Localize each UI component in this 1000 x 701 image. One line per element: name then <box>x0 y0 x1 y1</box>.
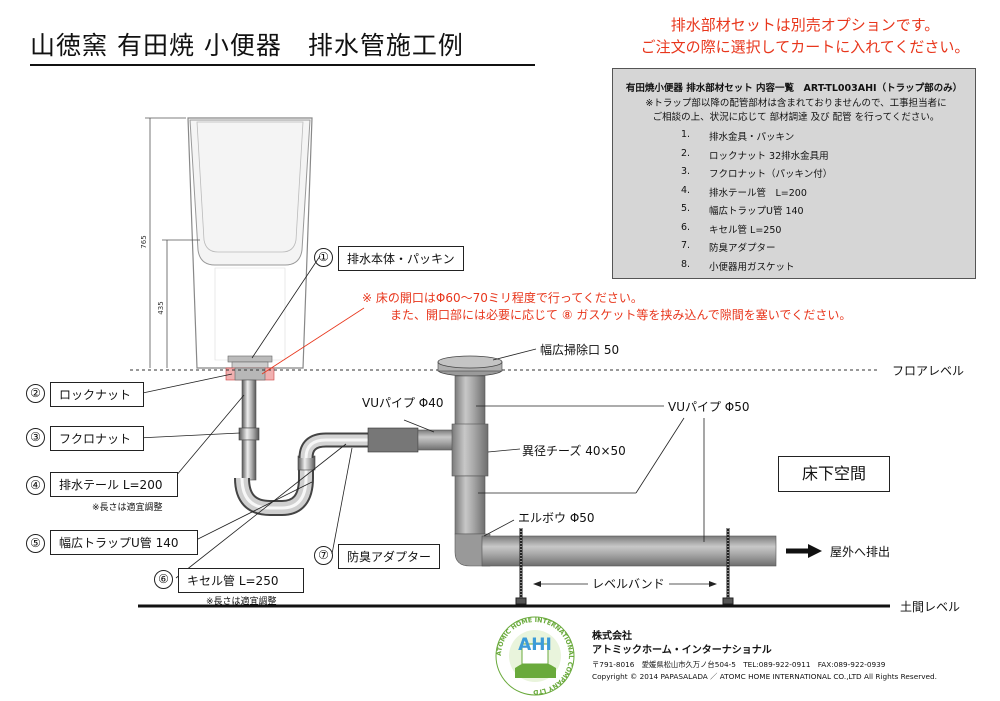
item-number: 4. <box>681 184 691 196</box>
parts-list-item: 8. 小便器用ガスケット <box>681 259 832 278</box>
callout-5-number: ⑤ <box>26 534 45 553</box>
item-number: 5. <box>681 203 691 214</box>
parts-set-note-line-2: ご相談の上、状況に応じて 部材調達 及び 配管 を行ってください。 <box>652 112 940 123</box>
callout-7-label: 防臭アダプター <box>338 544 441 569</box>
item-number: 2. <box>681 147 691 159</box>
outdoor-label: 屋外へ排出 <box>830 545 891 559</box>
odor-adapter <box>367 427 419 453</box>
company-name-line-2: アトミックホーム・インターナショナル <box>592 645 772 656</box>
drain-fitting <box>225 355 275 381</box>
option-notice-line-1: 排水部材セットは別売オプションです。 <box>670 16 940 34</box>
level-band-label: レベルバンド <box>588 575 669 592</box>
cleanout-assembly <box>437 355 503 567</box>
item-number: 7. <box>681 240 691 251</box>
vu50-pipe <box>481 535 777 567</box>
item-label: 排水テール管 L=200 <box>709 187 807 199</box>
vu40-label: VUパイプ Φ40 <box>362 396 444 410</box>
parts-list-item: 4. 排水テール管 L=200 <box>681 185 832 204</box>
item-label: 排水金具・パッキン <box>709 132 795 143</box>
item-number: 1. <box>681 129 691 140</box>
item-label: ロックナット 32排水金具用 <box>709 150 829 162</box>
parts-set-note-line-1: ※トラップ部以降の配管部材は含まれておりませんので、工事担当者に <box>645 98 947 109</box>
company-name-line-1: 株式会社 <box>592 631 632 642</box>
cleanout-label: 幅広掃除口 50 <box>540 343 620 357</box>
copyright: Copyright © 2014 PAPASALADA ／ ATOMC HOME… <box>592 672 937 681</box>
callout-7-number: ⑦ <box>314 546 333 565</box>
parts-set-note: ※トラップ部以降の配管部材は含まれておりませんので、工事担当者に ご相談の上、状… <box>631 97 961 125</box>
floor-opening-note-line-2: また、開口部には必要に応じて ⑧ ガスケット等を挟み込んで隙間を塞いでください。 <box>390 308 852 322</box>
dim-lower: 435 <box>157 301 165 314</box>
callout-4-note: ※長さは適宜調整 <box>92 503 163 513</box>
level-bands <box>515 528 734 605</box>
reducer-tee-label: 異径チーズ 40×50 <box>522 444 626 458</box>
callout-4-label: 排水テール L=200 <box>50 472 178 497</box>
floor-level-label: フロアレベル <box>892 364 965 378</box>
callout-5-label: 幅広トラップU管 140 <box>50 530 198 555</box>
callout-3-number: ③ <box>26 428 45 447</box>
leader-lines <box>137 255 705 579</box>
chrome-trap <box>234 379 368 516</box>
item-label: 幅広トラップU管 140 <box>709 206 804 217</box>
vu50-label: VUパイプ Φ50 <box>668 400 750 414</box>
company-address: 〒791-8016 愛媛県松山市久万ノ台504-5 TEL:089-922-09… <box>592 660 886 669</box>
elbow-label: エルボウ Φ50 <box>518 511 595 525</box>
parts-list-item: 1. 排水金具・パッキン <box>681 129 832 148</box>
ground-level-label: 土間レベル <box>900 600 961 614</box>
item-label: フクロナット（パッキン付） <box>709 169 833 180</box>
under-floor-box: 床下空間 <box>778 456 890 492</box>
callout-6-label: キセル管 L=250 <box>178 568 304 593</box>
callout-3-label: フクロナット <box>50 426 144 451</box>
callout-4-number: ④ <box>26 476 45 495</box>
callout-2-number: ② <box>26 384 45 403</box>
urinal-body <box>187 117 313 369</box>
parts-list-item: 2. ロックナット 32排水金具用 <box>681 148 832 167</box>
company-logo: ATOMIC HOME INTERNATIONAL COMPANY LTD AH… <box>495 616 575 696</box>
option-notice: 排水部材セットは別売オプションです。 ご注文の際に選択してカートに入れてください… <box>620 14 990 58</box>
parts-set-box: 有田焼小便器 排水部材セット 内容一覧 ART-TL003AHI（トラップ部のみ… <box>612 68 976 279</box>
parts-list-item: 5. 幅広トラップU管 140 <box>681 203 832 222</box>
parts-list: 1. 排水金具・パッキン 2. ロックナット 32排水金具用 3. フクロナット（パッ… <box>681 129 832 277</box>
floor-opening-note: ※ 床の開口はΦ60〜70ミリ程度で行ってください。 また、開口部には必要に応じ… <box>362 290 851 324</box>
item-number: 8. <box>681 258 691 270</box>
callout-6-note: ※長さは適宜調整 <box>206 597 277 607</box>
callout-2-label: ロックナット <box>50 382 144 407</box>
page-title: 山徳窯 有田焼 小便器 排水管施工例 <box>30 31 464 60</box>
item-label: 防臭アダプター <box>709 243 776 254</box>
dim-total: 765 <box>140 235 148 248</box>
floor-opening-note-line-1: ※ 床の開口はΦ60〜70ミリ程度で行ってください。 <box>362 291 643 305</box>
item-number: 3. <box>681 166 691 177</box>
title-underline <box>30 64 535 66</box>
parts-list-item: 3. フクロナット（パッキン付） <box>681 166 832 185</box>
logo-text: AHI <box>518 635 552 655</box>
callout-1-number: ① <box>314 248 333 267</box>
callout-1-label: 排水本体・パッキン <box>338 246 464 271</box>
item-label: キセル管 L=250 <box>709 224 782 236</box>
company-name: 株式会社 アトミックホーム・インターナショナル <box>592 630 772 658</box>
parts-list-item: 7. 防臭アダプター <box>681 240 832 259</box>
dimension-lines <box>145 117 200 368</box>
item-number: 6. <box>681 221 691 233</box>
parts-set-title: 有田焼小便器 排水部材セット 内容一覧 ART-TL003AHI（トラップ部のみ… <box>625 83 963 94</box>
option-notice-line-2: ご注文の際に選択してカートに入れてください。 <box>640 38 970 56</box>
item-label: 小便器用ガスケット <box>709 261 795 273</box>
callout-6-number: ⑥ <box>154 570 173 589</box>
parts-list-item: 6. キセル管 L=250 <box>681 222 832 241</box>
